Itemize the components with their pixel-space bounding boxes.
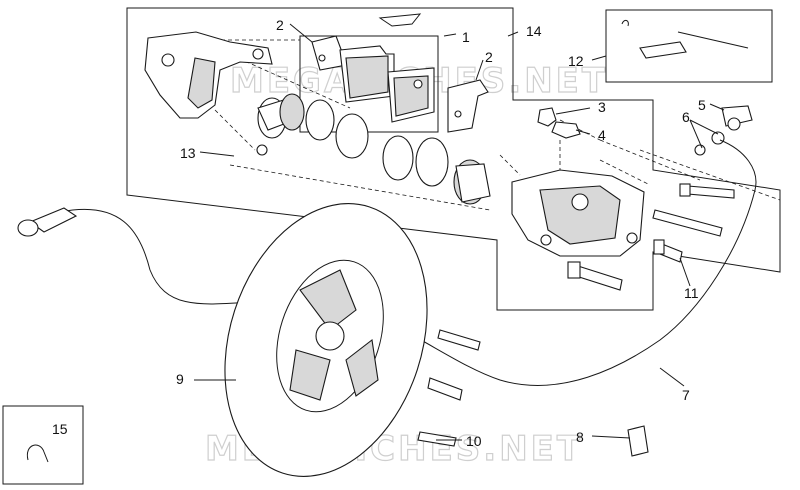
callout-4: 4 (598, 127, 606, 143)
seal-ring-1 (305, 99, 335, 141)
callout-11: 11 (684, 285, 699, 301)
brake-disc (224, 203, 428, 477)
callout-1: 1 (462, 29, 470, 45)
brake-pad-front (387, 67, 435, 123)
seal-ring-4 (415, 137, 449, 187)
copper-washer-1 (711, 131, 725, 145)
seal-ring-2 (335, 113, 369, 159)
bleed-cap (537, 107, 557, 127)
pad-kit-frame-1 (299, 35, 439, 133)
callout-8: 8 (576, 429, 584, 445)
piston-left (257, 93, 305, 139)
pin-kit-box-12 (605, 9, 773, 83)
callout-12: 12 (568, 53, 584, 69)
seal-ring-3 (382, 135, 414, 181)
brake-pad-rear (339, 45, 395, 103)
kit-frame-14 (126, 7, 781, 311)
callout-13: 13 (180, 145, 196, 161)
caliper-bolt-4 (567, 261, 623, 291)
caliper-bracket (144, 31, 273, 119)
pad-spring-right (447, 79, 489, 133)
disc-bolt-3 (417, 431, 457, 447)
callout-3: 3 (598, 99, 606, 115)
piston-right (453, 159, 491, 205)
caliper-bolt-1 (679, 183, 735, 199)
banjo-bolt (721, 105, 753, 131)
small-o-ring (256, 144, 268, 156)
brake-hose (17, 139, 757, 386)
callout-9: 9 (176, 371, 184, 387)
callout-15: 15 (52, 421, 68, 437)
disc-bolt-2 (427, 377, 463, 401)
callout-7: 7 (682, 387, 690, 403)
callout-2-left: 2 (276, 17, 284, 33)
retaining-clip (627, 425, 649, 457)
callout-10: 10 (466, 433, 482, 449)
callout-2-right: 2 (485, 49, 493, 65)
callout-5: 5 (698, 97, 706, 113)
callout-6: 6 (682, 109, 690, 125)
leader-lines (194, 23, 725, 441)
caliper-body (511, 169, 645, 257)
caliper-bolt-2 (652, 209, 723, 237)
pin-kit-items (621, 19, 749, 59)
callout-14: 14 (526, 23, 542, 39)
clip-box-15 (2, 405, 84, 485)
caliper-bolt-3 (653, 239, 683, 263)
copper-washer-2 (694, 144, 706, 156)
anti-rattle-spring (378, 13, 422, 27)
bleed-screw (551, 121, 581, 139)
disc-bolt-1 (437, 329, 481, 351)
r-clip (26, 444, 49, 463)
